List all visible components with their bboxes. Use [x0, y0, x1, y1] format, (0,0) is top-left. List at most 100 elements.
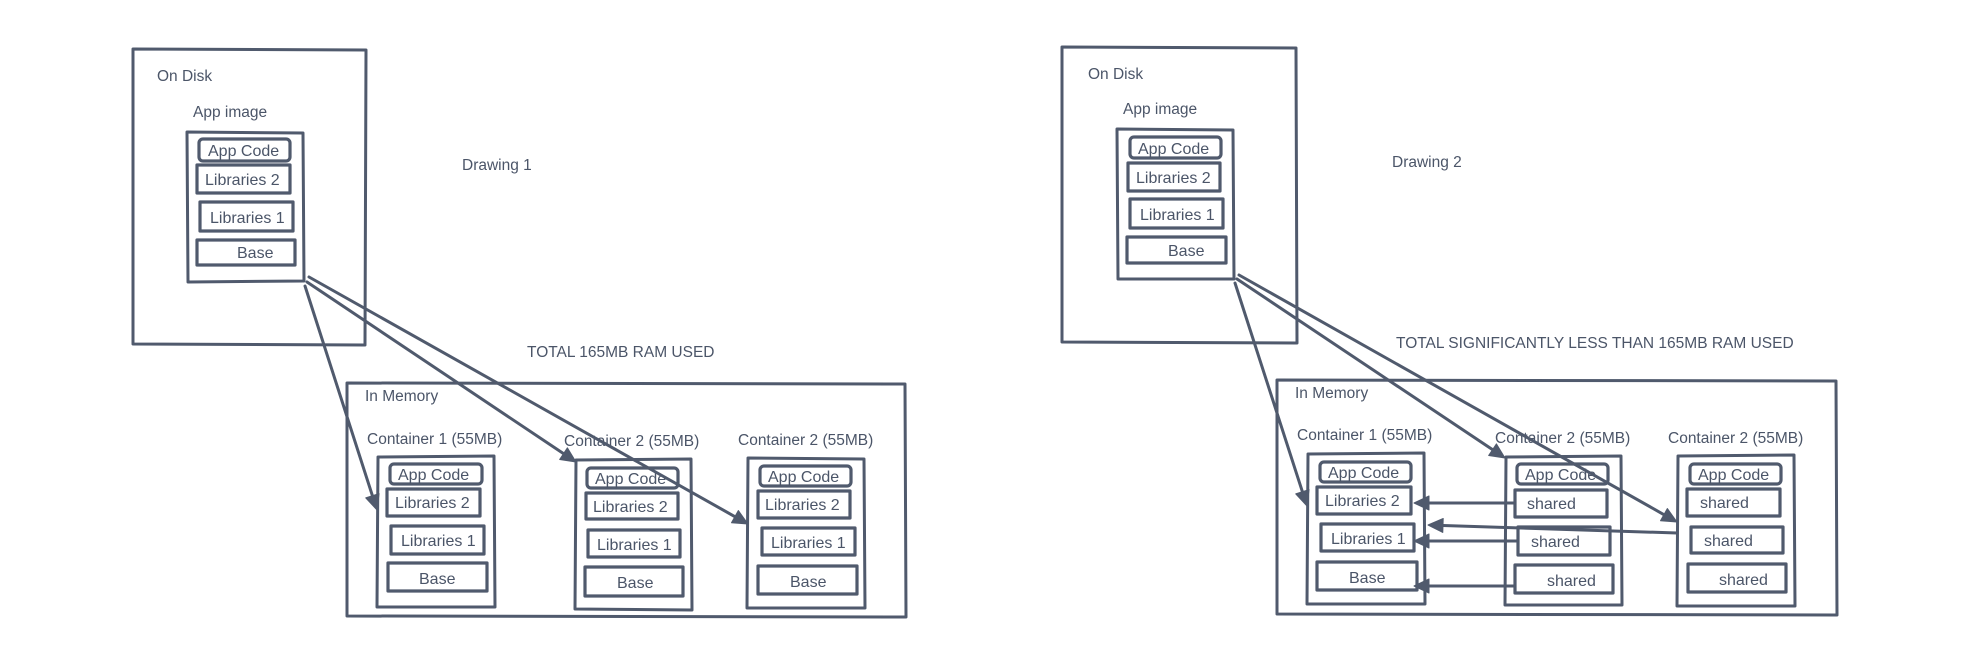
- svg-text:Libraries 1: Libraries 1: [210, 210, 285, 227]
- layer: App Code: [197, 137, 292, 163]
- total-ram-label: TOTAL 165MB RAM USED: [527, 344, 714, 361]
- container-label: Container 1 (55MB): [1297, 427, 1432, 444]
- layer: Libraries 1: [1319, 522, 1416, 553]
- container-label: Container 2 (55MB): [564, 433, 699, 450]
- in-memory-box: In Memory Container 1 (55MB) App Code Li…: [1275, 378, 1839, 617]
- arrow: [1413, 495, 1517, 511]
- svg-text:Libraries 1: Libraries 1: [1140, 207, 1215, 224]
- svg-text:Libraries 2: Libraries 2: [765, 497, 840, 514]
- layer: Base: [1315, 560, 1419, 592]
- layer: Libraries 2: [1315, 485, 1413, 516]
- arrow-line: [307, 275, 737, 519]
- drawing-caption: Drawing 1: [462, 157, 532, 174]
- arrowhead-icon: [559, 447, 577, 463]
- arrow: [303, 284, 380, 511]
- svg-text:Libraries 1: Libraries 1: [401, 533, 476, 550]
- svg-text:Libraries 1: Libraries 1: [1331, 531, 1406, 548]
- layer: Libraries 1: [1128, 197, 1225, 230]
- total-ram-label: TOTAL SIGNIFICANTLY LESS THAN 165MB RAM …: [1396, 335, 1794, 352]
- app-image: App Code Libraries 2 Libraries 1 Base: [1115, 127, 1236, 281]
- arrowhead-icon: [1413, 495, 1430, 511]
- arrow-line: [1235, 277, 1495, 452]
- app-image: App Code Libraries 2 Libraries 1 Base: [185, 130, 306, 284]
- arrowhead-icon: [1659, 508, 1678, 523]
- layer: Libraries 2: [1126, 161, 1222, 193]
- arrow-line: [1233, 281, 1304, 494]
- container-label: Container 2 (55MB): [1495, 430, 1630, 447]
- layer: Base: [195, 238, 297, 267]
- layer: shared: [1686, 562, 1788, 594]
- arrowhead-icon: [365, 493, 380, 511]
- layer: App Code: [388, 462, 484, 486]
- drawing-2: Drawing 2 TOTAL SIGNIFICANTLY LESS THAN …: [1060, 45, 1839, 617]
- svg-text:Libraries 2: Libraries 2: [1325, 493, 1400, 510]
- svg-text:App Code: App Code: [398, 467, 469, 484]
- layer: App Code: [758, 464, 853, 488]
- svg-text:shared: shared: [1547, 573, 1596, 590]
- arrow: [1413, 578, 1517, 594]
- arrows: [1233, 273, 1679, 594]
- layer: App Code: [1515, 462, 1610, 486]
- on-disk-frame: [1060, 45, 1299, 345]
- arrowhead-icon: [1488, 443, 1506, 459]
- in-memory-label: In Memory: [1295, 385, 1368, 402]
- arrow-line: [303, 284, 374, 498]
- layer: shared: [1513, 488, 1609, 519]
- app-image-frame: [1115, 127, 1236, 281]
- svg-text:App Code: App Code: [1328, 465, 1399, 482]
- container-2: Container 2 (55MB) App Code shared share…: [1495, 430, 1630, 607]
- arrowhead-icon: [1295, 489, 1310, 507]
- svg-text:Libraries 2: Libraries 2: [205, 172, 280, 189]
- layer: App Code: [1318, 460, 1413, 484]
- arrowhead-icon: [1413, 533, 1430, 549]
- app-image-label: App image: [1123, 101, 1197, 118]
- arrowhead-icon: [1413, 578, 1430, 594]
- svg-text:Base: Base: [1349, 570, 1386, 587]
- svg-text:App Code: App Code: [1525, 467, 1596, 484]
- on-disk-label: On Disk: [157, 68, 212, 85]
- svg-text:Libraries 1: Libraries 1: [771, 535, 846, 552]
- layer: shared: [1689, 525, 1785, 555]
- on-disk-label: On Disk: [1088, 66, 1143, 83]
- svg-text:App Code: App Code: [768, 469, 839, 486]
- svg-text:Base: Base: [1168, 243, 1205, 260]
- layer: Libraries 2: [756, 489, 852, 520]
- svg-text:App Code: App Code: [1698, 467, 1769, 484]
- layer: Base: [583, 565, 685, 598]
- layer: App Code: [585, 466, 680, 490]
- svg-text:App Code: App Code: [208, 143, 279, 160]
- layer: shared: [1685, 487, 1782, 518]
- layer: Libraries 1: [198, 200, 295, 233]
- arrow: [1427, 517, 1679, 535]
- arrow: [1237, 273, 1678, 523]
- svg-text:shared: shared: [1704, 533, 1753, 550]
- container-label: Container 1 (55MB): [367, 431, 502, 448]
- layer: Libraries 1: [760, 526, 857, 557]
- in-memory-frame: [1275, 378, 1839, 617]
- layer: Libraries 2: [195, 163, 292, 195]
- layer: Base: [1125, 235, 1228, 265]
- in-memory-frame: [345, 381, 908, 619]
- arrow-line: [1441, 523, 1679, 535]
- container-2: Container 2 (55MB) App Code Libraries 2 …: [564, 433, 699, 612]
- layer: Libraries 1: [389, 524, 486, 556]
- svg-text:Base: Base: [790, 574, 827, 591]
- layer: Libraries 1: [586, 528, 682, 559]
- svg-text:shared: shared: [1531, 534, 1580, 551]
- svg-text:Base: Base: [617, 575, 654, 592]
- svg-text:Base: Base: [419, 571, 456, 588]
- svg-text:App Code: App Code: [1138, 141, 1209, 158]
- arrowhead-icon: [730, 510, 749, 525]
- arrow: [1413, 533, 1519, 549]
- layer: App Code: [1688, 462, 1783, 486]
- svg-text:shared: shared: [1700, 495, 1749, 512]
- layer: shared: [1513, 563, 1615, 595]
- app-image-label: App image: [193, 104, 267, 121]
- svg-text:Libraries 1: Libraries 1: [597, 537, 672, 554]
- container-label: Container 2 (55MB): [1668, 430, 1803, 447]
- container-3: Container 2 (55MB) App Code Libraries 2 …: [738, 432, 873, 610]
- container-3: Container 2 (55MB) App Code shared share…: [1668, 430, 1803, 608]
- on-disk-box: On Disk App image App Code Libraries 2 L…: [1060, 45, 1299, 345]
- layer: Libraries 2: [385, 487, 482, 518]
